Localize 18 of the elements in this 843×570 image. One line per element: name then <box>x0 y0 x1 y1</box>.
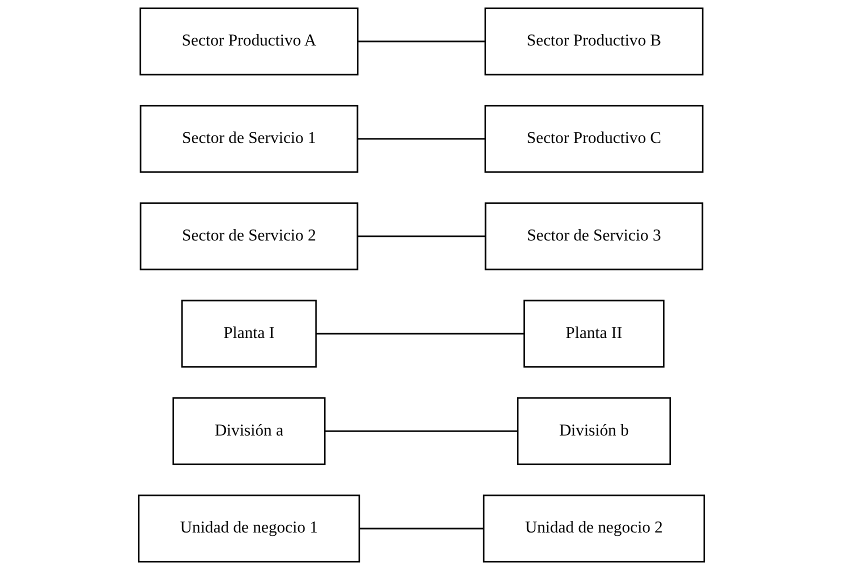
node-box: Sector de Servicio 2 <box>140 202 358 270</box>
connector <box>324 430 518 432</box>
connector <box>357 236 486 238</box>
node-box: Planta II <box>523 300 665 368</box>
node-box: Sector Productivo B <box>484 8 704 76</box>
node-box: Sector Productivo C <box>484 104 704 173</box>
node-box: División a <box>172 397 326 466</box>
node-box: División b <box>516 397 671 466</box>
node-box: Sector de Servicio 3 <box>484 202 704 270</box>
connector <box>359 528 484 530</box>
node-box: Sector Productivo A <box>140 8 358 76</box>
node-box: Sector de Servicio 1 <box>140 104 358 173</box>
node-box: Unidad de negocio 2 <box>482 494 706 562</box>
connector <box>357 138 486 140</box>
connector <box>316 332 524 334</box>
node-box: Unidad de negocio 1 <box>138 494 360 562</box>
node-box: Planta I <box>181 300 317 368</box>
connector <box>358 40 486 42</box>
